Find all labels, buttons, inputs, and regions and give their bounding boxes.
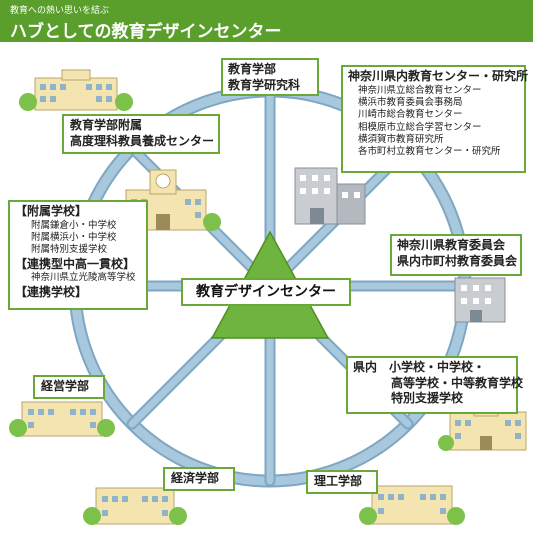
node-schools-item: 神奈川県立光陵高等学校 [31,272,136,284]
node-prefectural-schools-line2: 高等学校・中等教育学校 [391,375,524,390]
university-building-icon [19,69,133,111]
node-education-boards: 神奈川県教育委員会 県内市町村教育委員会 [390,234,522,276]
node-prefectural-centers-title: 神奈川県内教育センター・研究所 [348,69,529,83]
node-prefectural-centers-item: 川崎市総合教育センター [358,109,463,121]
engineering-faculty-building-icon [359,485,465,525]
education-center-building-icon [294,167,366,225]
node-affiliated-training-center: 教育学部附属 高度理科教員養成センター [62,114,220,154]
node-education-boards-line2: 県内市町村教育委員会 [397,253,518,268]
node-schools-heading-partner: 【連携学校】 [15,284,88,299]
node-affiliated-training-line2: 高度理科教員養成センター [70,133,215,148]
node-economics-faculty: 経済学部 [163,467,235,491]
node-affiliated-training-line1: 教育学部附属 [70,118,143,132]
node-education-faculty-line2: 教育学研究科 [228,77,301,92]
hub-label: 教育デザインセンター [181,278,351,306]
economics-faculty-building-icon [83,487,187,525]
node-education-faculty: 教育学部 教育学研究科 [221,58,319,96]
node-schools: 【附属学校】 附属鎌倉小・中学校 附属横浜小・中学校 附属特別支援学校 【連携型… [8,200,148,310]
node-education-faculty-line1: 教育学部 [228,62,277,76]
education-board-building-icon [454,277,506,323]
node-engineering-faculty: 理工学部 [306,470,378,494]
node-prefectural-centers-item: 横浜市教育委員会事務局 [358,96,463,108]
node-schools-item: 附属鎌倉小・中学校 [31,219,117,231]
node-prefectural-centers-item: 神奈川県立総合教育センター [358,84,482,96]
node-schools-item: 附属横浜小・中学校 [31,231,117,243]
node-prefectural-schools-line1: 県内 小学校・中学校・ [353,360,486,374]
header-banner: 教育への熱い思いを結ぶ ハブとしての教育デザインセンター [0,0,533,42]
node-schools-heading-integrated: 【連携型中高一貫校】 [15,256,136,271]
node-business-faculty: 経営学部 [33,375,105,399]
node-prefectural-schools: 県内 小学校・中学校・ 高等学校・中等教育学校 特別支援学校 [346,356,524,414]
node-business-faculty-label: 経営学部 [41,379,90,393]
header-subtitle: 教育への熱い思いを結ぶ [10,6,110,16]
node-economics-faculty-label: 経済学部 [171,471,220,485]
node-education-boards-line1: 神奈川県教育委員会 [397,238,506,252]
node-prefectural-schools-line3: 特別支援学校 [391,391,464,406]
node-prefectural-centers-item: 横須賀市教育研究所 [358,133,444,145]
node-prefectural-centers: 神奈川県内教育センター・研究所 神奈川県立総合教育センター 横浜市教育委員会事務… [341,65,529,173]
node-schools-item: 附属特別支援学校 [31,244,108,256]
node-prefectural-centers-item: 相模原市立総合学習センター [358,121,482,133]
node-engineering-faculty-label: 理工学部 [314,474,363,488]
header-title: ハブとしての教育デザインセンター [10,22,282,42]
node-schools-heading-affiliated: 【附属学校】 [15,204,88,218]
business-faculty-building-icon [9,401,115,437]
node-prefectural-centers-item: 各市町村立教育センター・研究所 [358,146,501,158]
